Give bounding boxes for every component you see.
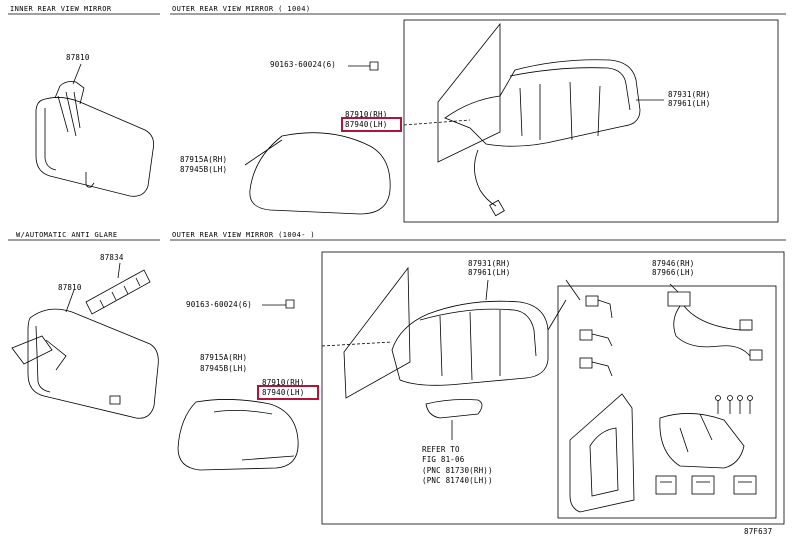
part-label-87910-top[interactable]: 87910(RH)	[345, 110, 388, 119]
actuator-drawing	[569, 393, 745, 513]
outer-mirror-bottom-cover	[177, 399, 299, 471]
part-label-87915a-top[interactable]: 87915A(RH)	[180, 155, 228, 164]
part-label-90163-bottom[interactable]: 90163-60024(6)	[186, 300, 253, 309]
part-label-87910-bottom[interactable]: 87910(RH)	[262, 378, 305, 387]
harness-subframe	[557, 285, 777, 519]
figure-code: 87F637	[744, 527, 773, 536]
part-label-87940-bottom[interactable]: 87940(LH)	[262, 388, 305, 397]
inner-mirror-top-drawing	[35, 63, 155, 197]
highlight-87940-top[interactable]	[341, 117, 402, 132]
inner-mirror-bottom-drawing	[11, 262, 159, 419]
outer-mirror-top-frame	[403, 19, 779, 223]
connector-blocks-drawing	[655, 475, 757, 495]
refer-line-2[interactable]: FIG 81-06	[422, 455, 465, 464]
section-title-outer-mirror-top: OUTER REAR VIEW MIRROR ( 1004)	[172, 5, 311, 13]
outer-mirror-bottom-frame	[321, 251, 785, 525]
part-label-87810-top[interactable]: 87810	[66, 53, 90, 62]
part-label-87940-top[interactable]: 87940(LH)	[345, 120, 388, 129]
part-label-87946[interactable]: 87946(RH)	[652, 259, 695, 268]
outer-mirror-bottom-body	[321, 266, 549, 440]
wire-harness-drawing	[579, 283, 763, 377]
refer-line-1: REFER TO	[422, 445, 460, 454]
screws-drawing	[715, 395, 753, 414]
part-label-87945b-top[interactable]: 87945B(LH)	[180, 165, 228, 174]
refer-line-3[interactable]: (PNC 81730(RH))	[422, 466, 493, 475]
highlight-87940-bottom[interactable]	[257, 385, 319, 400]
part-label-87915a-bottom[interactable]: 87915A(RH)	[200, 353, 248, 362]
section-title-outer-mirror-bottom: OUTER REAR VIEW MIRROR (1004- )	[172, 231, 316, 239]
part-label-87966[interactable]: 87966(LH)	[652, 268, 695, 277]
outer-mirror-top-glass	[249, 132, 391, 215]
part-label-90163-top[interactable]: 90163-60024(6)	[270, 60, 337, 69]
part-label-87945b-bottom[interactable]: 87945B(LH)	[200, 364, 248, 373]
part-label-87931-bottom[interactable]: 87931(RH)	[468, 259, 511, 268]
section-title-anti-glare: W/AUTOMATIC ANTI GLARE	[16, 231, 118, 239]
part-label-87810-bottom[interactable]: 87810	[58, 283, 82, 292]
part-label-87961-top[interactable]: 87961(LH)	[668, 99, 711, 108]
part-label-87961-bottom[interactable]: 87961(LH)	[468, 268, 511, 277]
part-label-87931-top[interactable]: 87931(RH)	[668, 90, 711, 99]
section-title-inner-mirror: INNER REAR VIEW MIRROR	[10, 5, 112, 13]
part-label-87834[interactable]: 87834	[100, 253, 124, 262]
refer-line-4[interactable]: (PNC 81740(LH))	[422, 476, 493, 485]
screw-top	[348, 61, 379, 71]
outer-mirror-top-body	[403, 22, 641, 217]
screw-bottom	[262, 299, 295, 309]
